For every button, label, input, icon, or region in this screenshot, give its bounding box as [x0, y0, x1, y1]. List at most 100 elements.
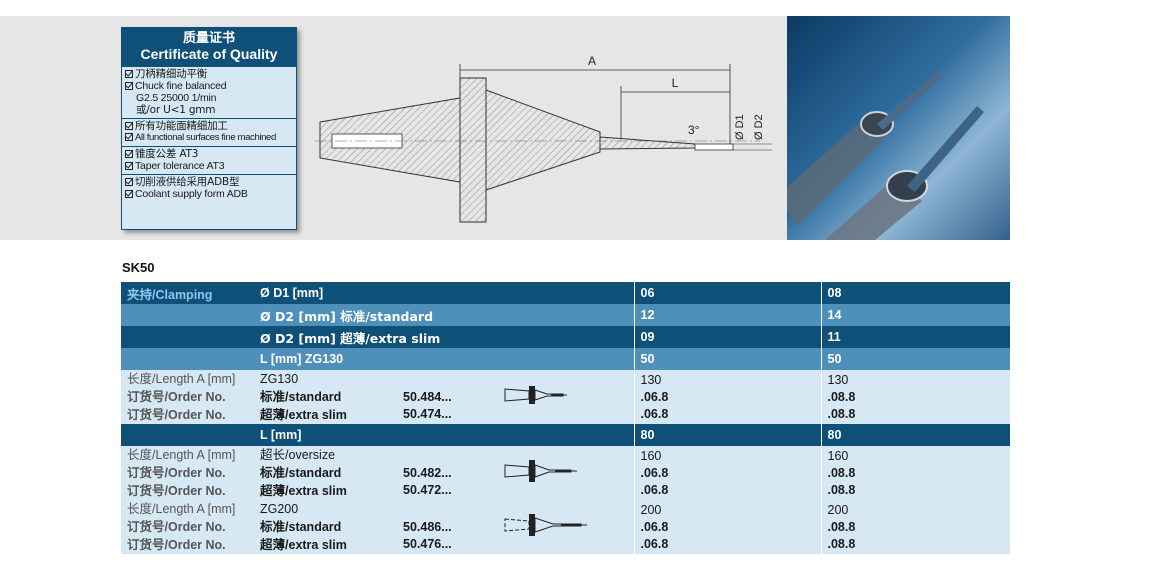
- product-photo: [787, 16, 1010, 240]
- table-row: 长度/Length A [mm] 订货号/Order No. 订货号/Order…: [121, 446, 1010, 500]
- dimension-l-label: L: [672, 76, 679, 90]
- table-row: 长度/Length A [mm] 订货号/Order No. 订货号/Order…: [121, 500, 1010, 554]
- certificate-line: Chuck fine balanced: [125, 80, 293, 92]
- order-label: 订货号/Order No.: [127, 483, 226, 498]
- checkbox-checked-icon: [125, 82, 133, 90]
- tool-icon-cell: [497, 370, 634, 424]
- table-row: Ø D2 [mm] 标准/standard 12 14: [121, 304, 1010, 326]
- checkbox-checked-icon: [125, 162, 133, 170]
- dimension-d1-label: Ø D1: [734, 114, 746, 140]
- spec-table: 夹持/Clamping Ø D1 [mm] 06 08 Ø D2 [mm] 标准…: [121, 282, 1010, 554]
- standard-label: 标准/standard: [260, 388, 342, 404]
- column-1-values: 160 .06.8 .06.8: [633, 446, 821, 500]
- order-suffix: .06.8: [640, 536, 669, 551]
- angle-label: 3°: [688, 123, 700, 137]
- length-value: 200: [640, 502, 662, 517]
- product-photo-illustration: [787, 71, 984, 240]
- certificate-group-coolant: 切削液供给采用ADB型 Coolant supply form ADB: [122, 174, 296, 202]
- slim-label: 超薄/extra slim: [260, 483, 347, 498]
- variant-label: ZG130: [260, 371, 299, 386]
- variant-cell: ZG200 标准/standard 超薄/extra slim: [254, 500, 397, 554]
- certificate-line: G2.5 25000 1/min: [125, 92, 293, 104]
- dimension-d2-label: Ø D2: [753, 114, 765, 140]
- checkbox-checked-icon: [125, 190, 133, 198]
- clamping-label-en: /Clamping: [152, 287, 213, 302]
- order-suffix: .06.8: [640, 482, 669, 497]
- order-suffix: .08.8: [827, 482, 856, 497]
- length-value: 130: [827, 372, 849, 387]
- nose-shape: [599, 136, 696, 150]
- cell-value: 12: [633, 304, 821, 326]
- cell-value: 80: [633, 424, 821, 446]
- certificate-group-balance: 刀柄精细动平衡 Chuck fine balanced G2.5 25000 1…: [122, 66, 296, 118]
- certificate-line: 所有功能面精细加工: [125, 120, 293, 132]
- certificate-title-en: Certificate of Quality: [140, 46, 278, 62]
- tool-holder-oversize-icon: [504, 459, 577, 482]
- slim-label: 超薄/extra slim: [260, 536, 347, 552]
- empty-cell: [121, 424, 254, 446]
- certificate-header: 质量证书 Certificate of Quality: [122, 28, 296, 66]
- length-value: 160: [827, 448, 849, 463]
- order-label: 订货号/Order No.: [127, 519, 226, 534]
- certificate-line: Taper tolerance AT3: [125, 160, 293, 172]
- empty-cell: [121, 304, 254, 326]
- order-label: 订货号/Order No.: [127, 389, 226, 404]
- empty-cell: [121, 348, 254, 370]
- cell-value: 06: [633, 282, 821, 304]
- order-suffix: .08.8: [827, 536, 856, 551]
- row-labels-cell: 长度/Length A [mm] 订货号/Order No. 订货号/Order…: [121, 370, 254, 424]
- checkbox-checked-icon: [125, 133, 133, 141]
- checkbox-checked-icon: [125, 150, 133, 158]
- order-suffix: .08.8: [827, 389, 856, 404]
- certificate-group-surfaces: 所有功能面精细加工 All functional surfaces fine m…: [122, 118, 296, 146]
- order-suffix: .08.8: [827, 406, 856, 421]
- order-label: 订货号/Order No.: [127, 465, 226, 480]
- row-label: L [mm]: [254, 424, 634, 446]
- slim-label: 超薄/extra slim: [260, 406, 347, 422]
- tool-holder-short-icon: [504, 385, 567, 404]
- length-value: 160: [640, 448, 662, 463]
- empty-cell: [121, 326, 254, 348]
- cell-value: 08: [820, 282, 1010, 304]
- certificate-box: 质量证书 Certificate of Quality 刀柄精细动平衡 Chuc…: [121, 27, 297, 230]
- tool-icon-cell: [497, 446, 634, 500]
- certificate-line: 或/or U<1 gmm: [125, 104, 293, 116]
- certificate-line-text: 锥度公差 AT3: [135, 148, 199, 160]
- certificate-group-taper: 锥度公差 AT3 Taper tolerance AT3: [122, 146, 296, 174]
- slim-code: 50.472...: [403, 482, 452, 497]
- code-cell: 50.486... 50.476...: [397, 500, 497, 554]
- clamping-label: 夹持/Clamping: [121, 282, 254, 304]
- front-cone-shape: [485, 89, 601, 191]
- row-label: Ø D2 [mm] 超薄/extra slim: [254, 326, 634, 348]
- variant-cell: ZG130 标准/standard 超薄/extra slim: [254, 370, 397, 424]
- row-labels-cell: 长度/Length A [mm] 订货号/Order No. 订货号/Order…: [121, 446, 254, 500]
- standard-code: 50.484...: [403, 389, 452, 404]
- table-row: Ø D2 [mm] 超薄/extra slim 09 11: [121, 326, 1010, 348]
- certificate-line-text: 刀柄精细动平衡: [135, 68, 208, 80]
- tool-holder-long-icon: [504, 513, 587, 536]
- dimension-a-label: A: [588, 54, 596, 68]
- length-label: 长度/Length A [mm]: [127, 447, 236, 462]
- order-suffix: .08.8: [827, 519, 856, 534]
- row-label: L [mm] ZG130: [254, 348, 634, 370]
- order-suffix: .06.8: [640, 406, 669, 421]
- table-row: L [mm] ZG130 50 50: [121, 348, 1010, 370]
- section-title: SK50: [122, 260, 155, 275]
- standard-label: 标准/standard: [260, 518, 342, 534]
- code-cell: 50.484... 50.474...: [397, 370, 497, 424]
- tool-icon-cell: [497, 500, 634, 554]
- certificate-title-cn: 质量证书: [182, 31, 235, 46]
- variant-cell: 超长/oversize 标准/standard 超薄/extra slim: [254, 446, 397, 500]
- order-label: 订货号/Order No.: [127, 407, 226, 422]
- standard-code: 50.486...: [403, 519, 452, 534]
- table-row: 长度/Length A [mm] 订货号/Order No. 订货号/Order…: [121, 370, 1010, 424]
- checkbox-checked-icon: [125, 178, 133, 186]
- certificate-line: 刀柄精细动平衡: [125, 68, 293, 80]
- table-row: L [mm] 80 80: [121, 424, 1010, 446]
- certificate-line: All functional surfaces fine machined: [125, 132, 293, 144]
- slim-code: 50.476...: [403, 536, 452, 551]
- flange-shape: [459, 77, 487, 223]
- column-2-values: 130 .08.8 .08.8: [820, 370, 1010, 424]
- order-suffix: .06.8: [640, 465, 669, 480]
- certificate-line: Coolant supply form ADB: [125, 188, 293, 200]
